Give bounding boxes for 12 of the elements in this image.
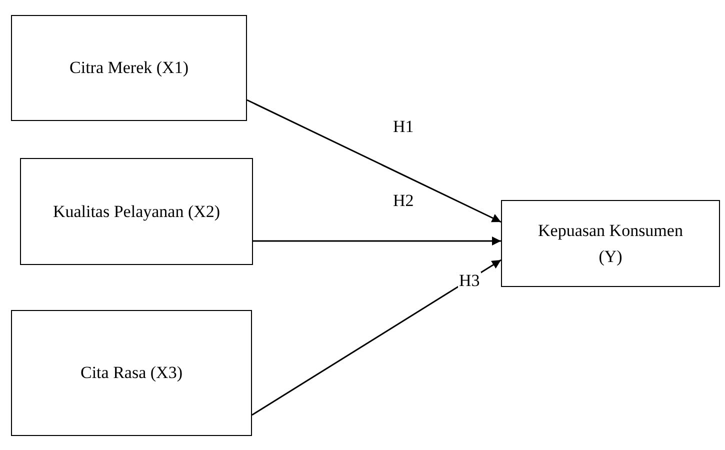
variable-label: Citra Merek (X1) [70, 57, 188, 80]
variable-label: Kualitas Pelayanan (X2) [52, 200, 220, 223]
arrow [246, 99, 502, 223]
variable-box [11, 15, 247, 121]
variable-label: Kepuasan Konsumen (Y) [537, 220, 684, 268]
arrow [253, 236, 501, 246]
arrow [252, 259, 502, 416]
variable-box [501, 200, 720, 287]
variable-box [11, 310, 252, 436]
variable-label: Cita Rasa (X3) [80, 362, 182, 384]
edge-label: H3 [458, 272, 481, 291]
variable-box [20, 158, 253, 265]
